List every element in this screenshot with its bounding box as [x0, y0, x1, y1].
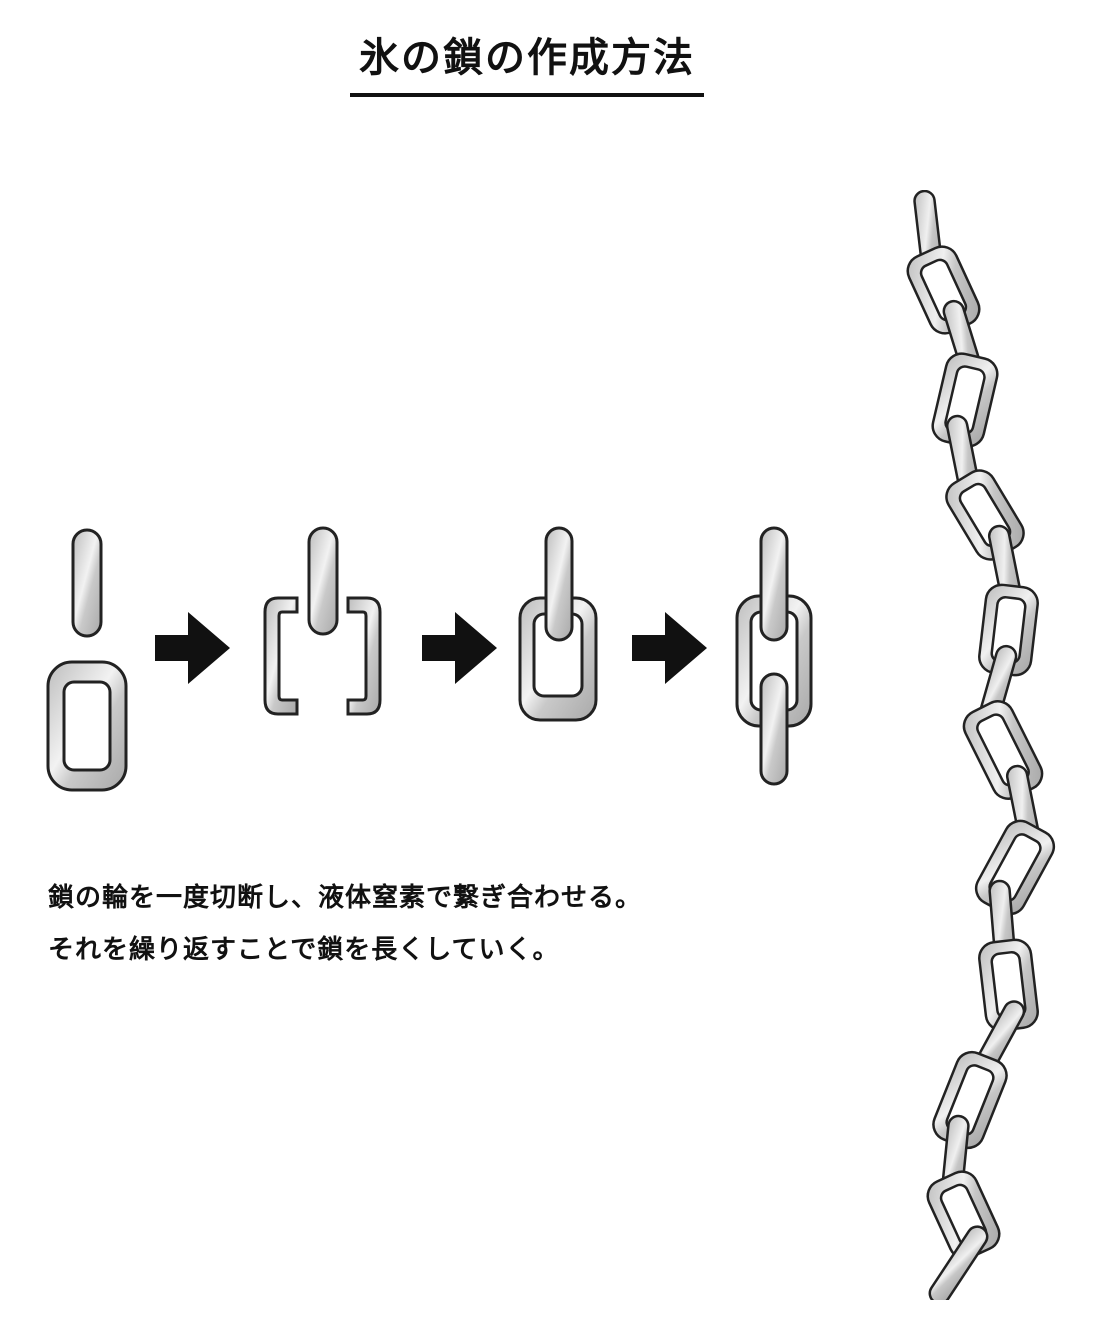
arrow-right-icon — [155, 612, 230, 684]
long-chain-illustration — [906, 190, 1056, 1300]
caption-line-2: それを繰り返すことで鎖を長くしていく。 — [48, 935, 560, 965]
step4-linked — [735, 526, 813, 786]
chain-links — [906, 190, 1056, 1300]
caption-line-1: 鎖の輪を一度切断し、液体窒素で繋ぎ合わせる。 — [48, 883, 643, 913]
page-title: 氷の鎖の作成方法 — [359, 35, 695, 81]
caption: 鎖の輪を一度切断し、液体窒素で繋ぎ合わせる。 それを繰り返すことで鎖を長くしてい… — [48, 872, 642, 976]
cut-ring-left — [263, 596, 299, 716]
step2-cut — [263, 526, 382, 716]
chain-link — [906, 245, 981, 335]
link-bar — [544, 526, 574, 642]
arrow-right-icon — [422, 612, 497, 684]
chain-link — [974, 819, 1056, 916]
title-block: 氷の鎖の作成方法 — [350, 28, 704, 88]
chain-steps-diagram — [46, 526, 813, 792]
link-ring — [46, 660, 128, 792]
step1-separate — [46, 528, 128, 792]
arrow-right-icon — [632, 612, 707, 684]
link-bar — [759, 672, 789, 786]
chain-link — [928, 1225, 989, 1300]
title-underline — [350, 93, 704, 97]
link-bar — [307, 526, 339, 636]
link-bar — [71, 528, 103, 638]
step3-join — [518, 526, 598, 722]
cut-ring-right — [346, 596, 382, 716]
link-bar — [759, 526, 789, 642]
chain-link — [962, 700, 1044, 800]
chain-link — [945, 469, 1025, 561]
chain-link — [932, 1050, 1008, 1150]
